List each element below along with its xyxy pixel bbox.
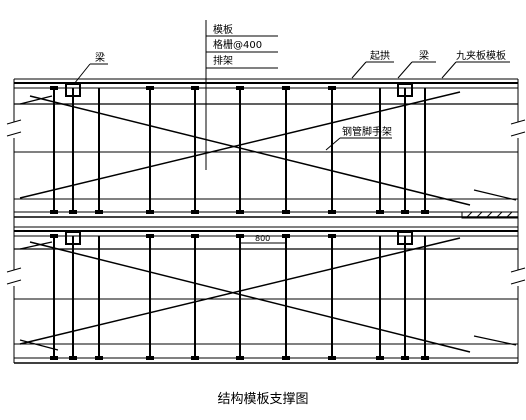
label-beam-left: 梁 [95, 51, 105, 64]
lower-section [14, 226, 518, 364]
dimension-800 [239, 239, 287, 247]
label-steel-scaffold: 钢管脚手架 [342, 125, 392, 138]
upright-posts-lower [53, 236, 426, 358]
beam-boxes [65, 83, 413, 245]
label-beam-right: 梁 [419, 49, 429, 62]
label-grid-spacing: 格栅@400 [213, 38, 262, 51]
cross-bracing-lower [19, 237, 517, 353]
label-camber: 起拱 [370, 49, 390, 62]
diagram-caption: 结构模板支撑图 [217, 392, 308, 407]
label-formwork: 模板 [213, 23, 233, 36]
edge-lines [6, 79, 526, 363]
upright-posts-upper [53, 88, 426, 212]
upper-section [14, 78, 518, 218]
slab-hatch [461, 211, 519, 219]
post-bases [50, 86, 429, 360]
label-plywood-formwork: 九夹板模板 [456, 49, 506, 62]
dimension-text: 800 [255, 234, 270, 243]
label-scaffold-rack: 排架 [213, 54, 233, 67]
label-block-top [205, 20, 278, 170]
cross-bracing-upper [19, 91, 517, 206]
